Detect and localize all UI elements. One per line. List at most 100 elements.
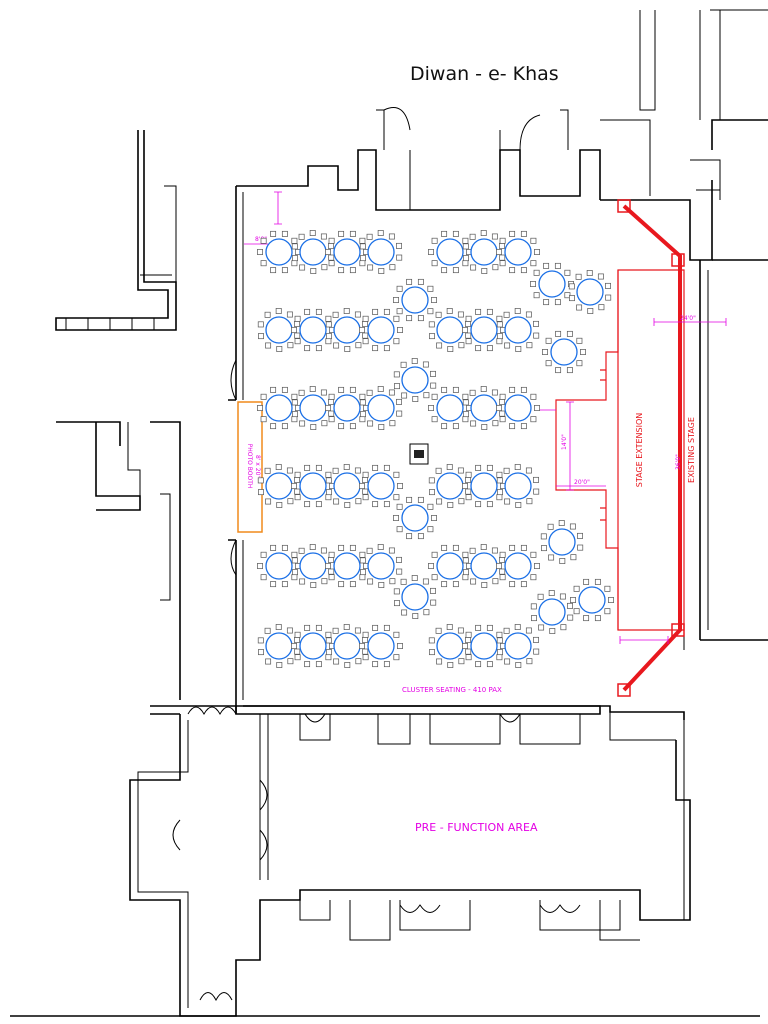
chair [310, 424, 317, 430]
round-table [542, 330, 586, 374]
chair [587, 308, 594, 314]
chair [315, 308, 322, 315]
chair [525, 311, 532, 318]
chair [321, 420, 328, 427]
chair [328, 416, 335, 423]
chair [486, 345, 493, 352]
chair [383, 661, 390, 668]
chair [343, 624, 350, 630]
chair [366, 389, 373, 396]
chair [463, 255, 469, 262]
chair [452, 267, 459, 274]
chair [270, 581, 277, 588]
chair [372, 501, 379, 508]
round-table [540, 520, 584, 564]
chair [393, 371, 400, 378]
round-table [393, 278, 437, 322]
chair [514, 464, 521, 470]
pre-function-label: PRE - FUNCTION AREA [415, 821, 538, 834]
chair [393, 338, 400, 345]
chair [270, 544, 277, 551]
round-table [257, 624, 301, 668]
chair [310, 268, 317, 274]
table-top [436, 552, 464, 580]
round-table [325, 624, 369, 668]
table-top [299, 552, 327, 580]
chair [388, 389, 395, 396]
chair [291, 237, 298, 244]
chair [430, 370, 436, 377]
chair [605, 294, 612, 301]
chair [417, 533, 424, 540]
chair [315, 661, 322, 668]
cluster-seating-label: CLUSTER SEATING - 410 PAX [402, 686, 502, 694]
table-top [333, 472, 361, 500]
chair [287, 342, 294, 349]
chair [286, 467, 293, 474]
table-top [265, 316, 293, 344]
chair [428, 405, 434, 411]
chair [541, 545, 547, 552]
chair [325, 563, 331, 569]
table-top [436, 238, 464, 266]
chair [569, 523, 576, 530]
chair [496, 471, 503, 478]
chair [292, 569, 298, 576]
chair [436, 498, 443, 505]
chair [463, 569, 469, 576]
chair [315, 464, 322, 471]
chair [431, 297, 437, 303]
chair [509, 267, 516, 274]
chair [417, 315, 424, 322]
table-top [504, 552, 532, 580]
chair [338, 581, 345, 588]
chair [276, 346, 283, 352]
round-table [428, 624, 472, 668]
chair [530, 603, 537, 610]
chair [298, 547, 305, 554]
chair [315, 345, 322, 352]
chair [491, 233, 498, 240]
chair [560, 624, 567, 631]
chair [325, 631, 332, 638]
chair [520, 544, 527, 551]
chair [309, 386, 316, 392]
chair [576, 337, 583, 344]
chair [338, 544, 345, 551]
chair [496, 563, 502, 569]
chair [457, 467, 464, 474]
chair [515, 346, 522, 352]
chair [281, 544, 288, 551]
chair [570, 554, 577, 561]
chair [257, 637, 264, 644]
round-table [462, 308, 506, 352]
chair [452, 581, 459, 588]
round-table [359, 544, 403, 588]
chair [362, 654, 369, 661]
chair [396, 285, 403, 292]
chair [315, 624, 322, 631]
table-top [333, 552, 361, 580]
chair [446, 464, 453, 470]
chair [359, 260, 366, 267]
chair [257, 477, 264, 484]
round-table [428, 230, 472, 274]
table-top [265, 394, 293, 422]
chair [509, 581, 516, 588]
chair [520, 423, 527, 430]
chair [412, 613, 419, 619]
chair [349, 386, 356, 393]
chair [291, 557, 298, 564]
chair [400, 578, 407, 585]
existing-stage-label: EXISTING STAGE [687, 417, 696, 483]
chair [462, 557, 469, 564]
chair [465, 488, 472, 495]
chair [604, 608, 611, 615]
chair [530, 260, 537, 267]
chair [338, 230, 345, 237]
table-top [470, 632, 498, 660]
chair [359, 393, 366, 400]
table-top [333, 238, 361, 266]
stage: STAGE EXTENSION EXISTING STAGE [555, 199, 696, 697]
chair [366, 233, 373, 240]
